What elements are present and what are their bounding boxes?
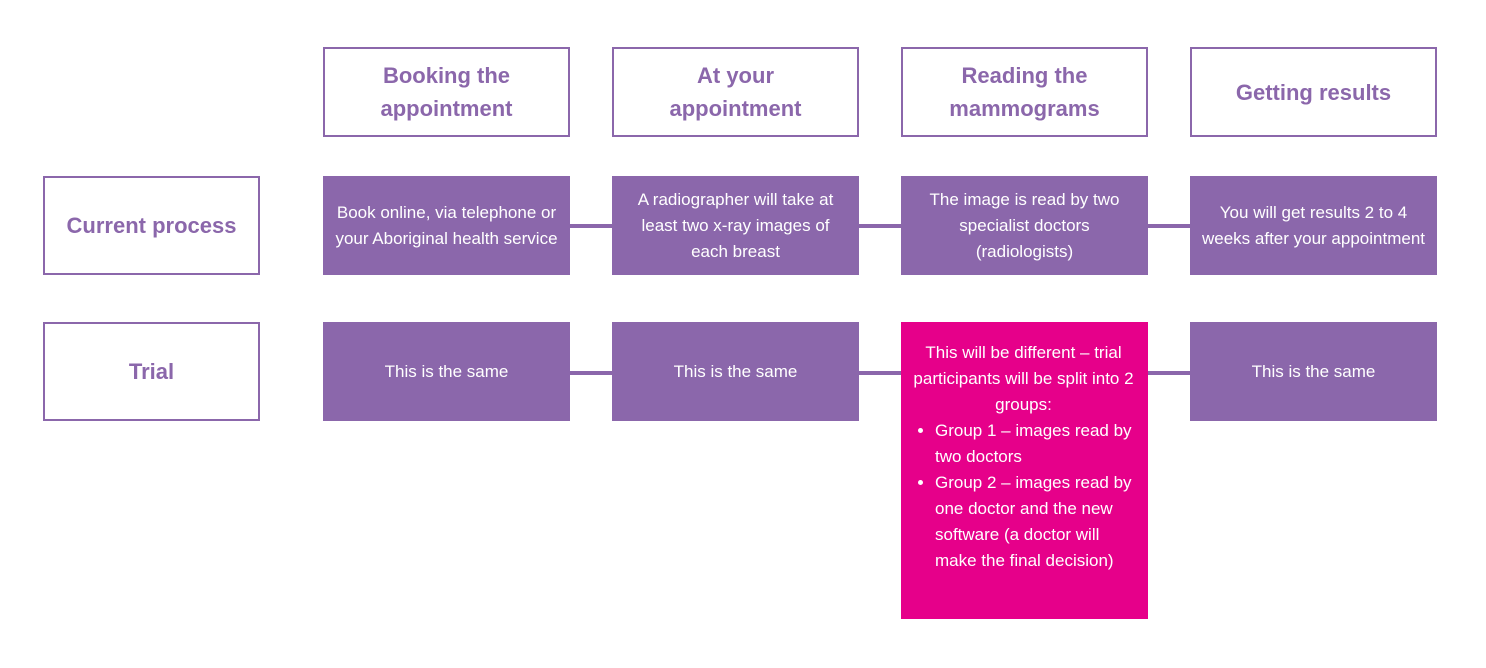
current-results-text: You will get results 2 to 4 weeks after … <box>1201 202 1425 248</box>
row-label-current-process: Current process <box>43 176 260 275</box>
current-appointment-step: A radiographer will take at least two x-… <box>612 176 859 275</box>
trial-booking-step: This is the same <box>323 322 570 421</box>
row-label-trial: Trial <box>43 322 260 421</box>
current-reading-text: The image is read by two specialist doct… <box>929 189 1120 261</box>
header-at-appointment-label: At your appointment <box>669 63 802 121</box>
header-results-label: Getting results <box>1235 79 1392 105</box>
list-item-group-1: Group 1 – images read by two doctors <box>935 418 1142 470</box>
trial-groups-list: Group 1 – images read by two doctors Gro… <box>905 418 1142 574</box>
header-booking-label: Booking the appointment <box>380 63 513 121</box>
header-at-appointment: At your appointment <box>612 47 859 137</box>
connector <box>570 224 612 228</box>
header-booking: Booking the appointment <box>323 47 570 137</box>
header-results: Getting results <box>1190 47 1437 137</box>
current-appointment-text: A radiographer will take at least two x-… <box>637 189 834 261</box>
trial-reading-intro: This will be different – trial participa… <box>913 343 1134 414</box>
trial-appointment-text: This is the same <box>673 361 798 381</box>
connector <box>859 371 901 375</box>
row-label-current-process-text: Current process <box>66 212 237 238</box>
trial-appointment-step: This is the same <box>612 322 859 421</box>
current-results-step: You will get results 2 to 4 weeks after … <box>1190 176 1437 275</box>
current-booking-text: Book online, via telephone or your Abori… <box>335 202 558 248</box>
current-reading-step: The image is read by two specialist doct… <box>901 176 1148 275</box>
list-item-group-2: Group 2 – images read by one doctor and … <box>935 470 1142 574</box>
trial-booking-text: This is the same <box>384 361 509 381</box>
connector <box>570 371 612 375</box>
trial-results-step: This is the same <box>1190 322 1437 421</box>
header-reading: Reading the mammograms <box>901 47 1148 137</box>
current-booking-step: Book online, via telephone or your Abori… <box>323 176 570 275</box>
header-reading-label: Reading the mammograms <box>949 63 1100 121</box>
row-label-trial-text: Trial <box>128 358 175 384</box>
connector <box>1148 371 1190 375</box>
connector <box>859 224 901 228</box>
trial-reading-step-highlight: This will be different – trial participa… <box>901 322 1148 619</box>
trial-results-text: This is the same <box>1251 361 1376 381</box>
connector <box>1148 224 1190 228</box>
